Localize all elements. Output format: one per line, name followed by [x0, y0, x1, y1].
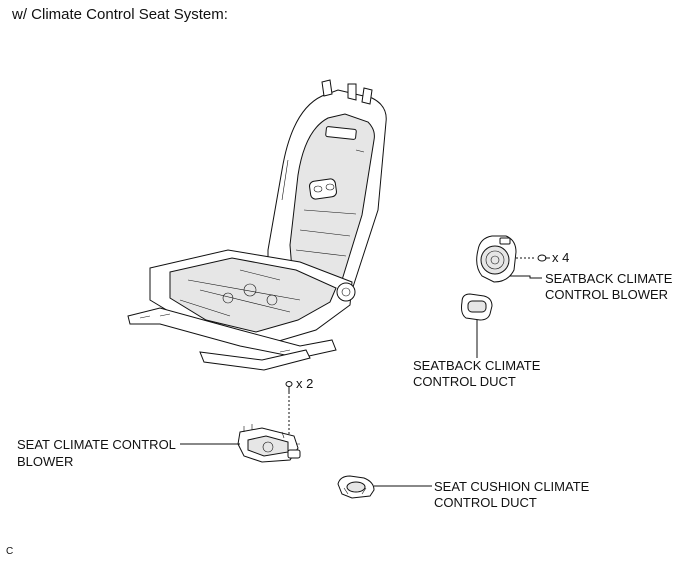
- label-seat-blower-1: SEAT CLIMATE CONTROL: [17, 437, 176, 452]
- label-cushion-duct-1: SEAT CUSHION CLIMATE: [434, 479, 590, 494]
- corner-mark: C: [6, 546, 14, 557]
- seat-blower-illustration: [237, 424, 301, 463]
- label-seat-blower-2: BLOWER: [17, 454, 74, 469]
- screw-icon: [285, 381, 293, 434]
- screw-icon: [516, 254, 550, 262]
- label-seatback-blower-1: SEATBACK CLIMATE: [545, 271, 673, 286]
- screw-count-seat: x 2: [296, 376, 314, 391]
- label-seatback-blower-2: CONTROL BLOWER: [545, 287, 669, 302]
- screw-count-seatback: x 4: [552, 250, 570, 265]
- label-seatback-duct-2: CONTROL DUCT: [413, 374, 516, 389]
- page-heading: w/ Climate Control Seat System:: [12, 6, 228, 23]
- seat-frame-illustration: [127, 79, 387, 371]
- seatback-duct-illustration: [461, 293, 493, 321]
- label-cushion-duct-2: CONTROL DUCT: [434, 495, 537, 510]
- label-seatback-duct-1: SEATBACK CLIMATE: [413, 358, 541, 373]
- cushion-duct-illustration: [337, 475, 375, 499]
- seatback-blower-illustration: [476, 235, 517, 283]
